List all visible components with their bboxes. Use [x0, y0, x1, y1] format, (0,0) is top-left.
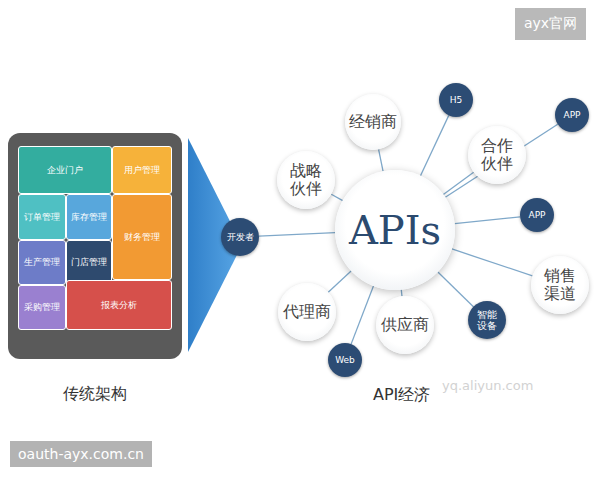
connector-line	[443, 172, 473, 194]
node-label: 战略伙伴	[289, 162, 323, 199]
connector-line	[331, 194, 342, 200]
node-label: APP	[563, 110, 580, 120]
channel-dot: APP	[520, 198, 554, 232]
module-piece: 库存管理	[66, 194, 112, 240]
api-hub: APIs	[335, 170, 455, 290]
channel-dot: Web	[328, 343, 362, 377]
watermark: yq.aliyun.com	[442, 378, 533, 393]
node-label: 经销商	[349, 113, 397, 131]
connector-line	[328, 271, 351, 292]
channel-dot: 智能设备	[468, 301, 506, 339]
channel-dot: APP	[555, 98, 589, 132]
watermark: ayx官网	[515, 8, 586, 40]
partner-circle: 代理商	[278, 283, 336, 341]
connector-line	[259, 233, 335, 236]
module-name: 生产管理	[24, 257, 60, 267]
architecture-panel: 传统架构企业门户用户管理订单管理库存管理财务管理生产管理门店管理采购管理报表分析	[8, 133, 182, 359]
node-label: 销售渠道	[543, 267, 577, 304]
hub-label: APIs	[349, 207, 441, 253]
module-name: 库存管理	[71, 212, 107, 222]
connector-line	[452, 249, 533, 276]
node-label: H5	[450, 95, 463, 105]
partner-circle: 战略伙伴	[277, 151, 335, 209]
module-piece: 用户管理	[112, 146, 172, 194]
module-name: 企业门户	[47, 165, 83, 175]
channel-dot: H5	[439, 83, 473, 117]
partner-circle: 供应商	[376, 296, 434, 354]
module-name: 报表分析	[101, 300, 137, 310]
partner-circle: 合作伙伴	[468, 126, 526, 184]
module-name: 财务管理	[124, 232, 160, 242]
connector-line	[351, 286, 373, 344]
node-label: 智能设备	[477, 309, 498, 332]
node-label: APP	[528, 210, 545, 220]
node-label: 开发者	[227, 232, 254, 242]
node-label: 合作伙伴	[480, 137, 514, 174]
panel-caption: 传统架构	[8, 385, 182, 403]
module-piece: 订单管理	[18, 194, 66, 240]
module-piece: 门店管理	[66, 240, 112, 285]
node-label: 供应商	[381, 316, 429, 334]
module-name: 订单管理	[24, 212, 60, 222]
module-piece: 采购管理	[18, 285, 66, 330]
module-piece: 报表分析	[66, 280, 172, 330]
connector-line	[445, 124, 557, 197]
connector-line	[455, 217, 520, 224]
section-caption: API经济	[373, 385, 430, 406]
connector-line	[379, 149, 383, 171]
node-label: Web	[335, 355, 355, 365]
module-piece: 财务管理	[112, 194, 172, 280]
module-piece: 生产管理	[18, 240, 66, 285]
module-piece: 企业门户	[18, 146, 112, 194]
partner-circle: 销售渠道	[531, 256, 589, 314]
partner-circle: 经销商	[345, 94, 401, 150]
module-name: 采购管理	[24, 302, 60, 312]
node-label: 代理商	[283, 303, 331, 321]
module-name: 用户管理	[124, 165, 160, 175]
connector-line	[438, 272, 474, 307]
channel-dot: 开发者	[221, 218, 259, 256]
connector-line	[420, 115, 448, 175]
watermark: oauth-ayx.com.cn	[10, 441, 152, 467]
module-name: 门店管理	[71, 257, 107, 267]
